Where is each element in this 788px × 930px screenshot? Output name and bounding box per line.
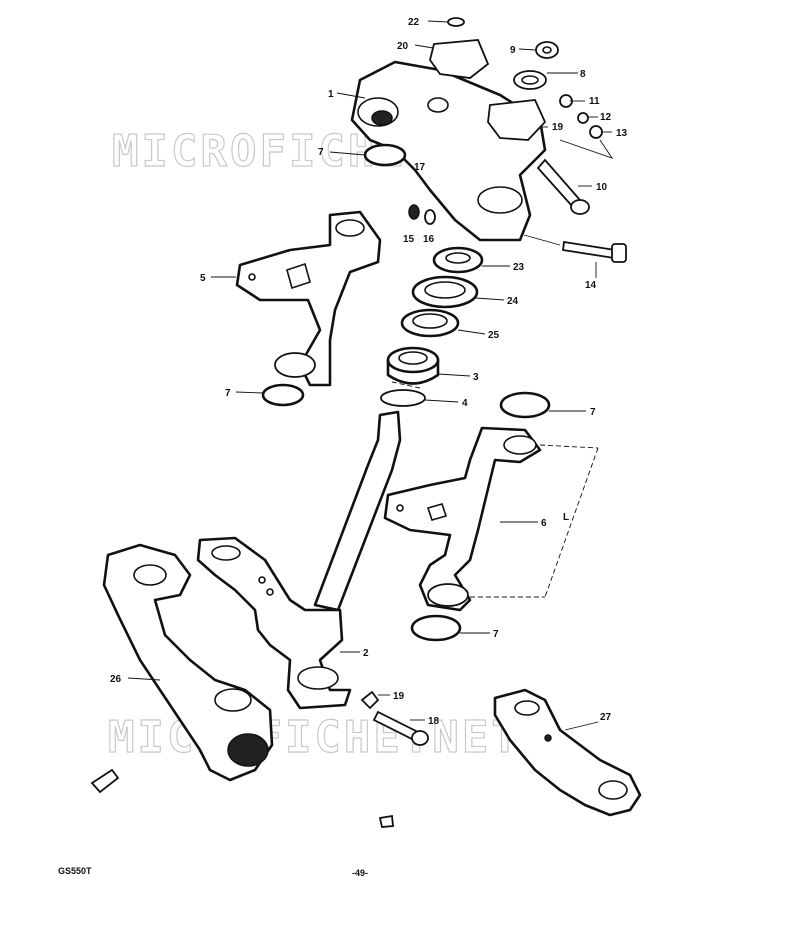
callout-18: 18 bbox=[428, 716, 440, 727]
footer-page-number: -49- bbox=[352, 868, 368, 878]
cap-part-19 bbox=[487, 99, 547, 141]
nut-part-22 bbox=[447, 17, 465, 27]
callout-7-left: 7 bbox=[225, 388, 231, 399]
callout-19-bottom: 19 bbox=[393, 691, 405, 702]
callout-23: 23 bbox=[513, 262, 525, 273]
bracket-part-26 bbox=[102, 543, 274, 782]
washer-part-16 bbox=[424, 209, 436, 225]
bearing-part-24 bbox=[411, 275, 479, 309]
callout-9: 9 bbox=[510, 45, 516, 56]
steering-stem-part-2 bbox=[196, 410, 402, 710]
bolt-part-18 bbox=[372, 710, 429, 746]
washer-part-12 bbox=[577, 112, 589, 124]
callout-25: 25 bbox=[488, 330, 500, 341]
callout-7-top: 7 bbox=[318, 147, 324, 158]
callout-7-bottom: 7 bbox=[493, 629, 499, 640]
callout-8: 8 bbox=[580, 69, 586, 80]
callout-2: 2 bbox=[363, 648, 369, 659]
headlight-bracket-part-6 bbox=[383, 391, 551, 612]
callout-17: 17 bbox=[414, 162, 426, 173]
watermark-bottom: MICROFICHE.NET bbox=[108, 712, 521, 763]
bolt-part-10 bbox=[536, 158, 590, 215]
ring-part-4 bbox=[380, 389, 426, 407]
callout-16: 16 bbox=[423, 234, 435, 245]
callout-11: 11 bbox=[589, 96, 600, 107]
callout-20: 20 bbox=[397, 41, 409, 52]
clip-part-19 bbox=[360, 690, 380, 710]
callout-10: 10 bbox=[596, 182, 608, 193]
seal-part-7-left bbox=[261, 383, 305, 407]
footer-model: GS550T bbox=[58, 866, 92, 876]
leader-lines bbox=[127, 20, 614, 731]
cap-part-20 bbox=[429, 39, 490, 79]
callout-22: 22 bbox=[408, 17, 420, 28]
callout-12: 12 bbox=[600, 112, 612, 123]
nut-part-15 bbox=[408, 204, 420, 220]
callout-7-right: 7 bbox=[590, 407, 596, 418]
callout-4: 4 bbox=[462, 398, 468, 409]
callout-3: 3 bbox=[473, 372, 479, 383]
washer-part-13 bbox=[589, 125, 603, 139]
callout-13: 13 bbox=[616, 128, 628, 139]
bearing-part-3 bbox=[386, 346, 440, 385]
callout-6: 6 bbox=[541, 518, 547, 529]
callout-26: 26 bbox=[110, 674, 122, 685]
small-clip-left bbox=[90, 768, 120, 794]
callout-15: 15 bbox=[403, 234, 415, 245]
callout-1: 1 bbox=[328, 89, 334, 100]
callout-19-top: 19 bbox=[552, 122, 564, 133]
bearing-part-23 bbox=[432, 246, 484, 274]
headlight-bracket-part-5 bbox=[235, 210, 382, 387]
bolt-part-14 bbox=[561, 240, 627, 263]
seal-part-7-top bbox=[363, 143, 407, 167]
callout-labels: 22 20 9 8 1 11 12 19 13 7 17 10 15 16 14… bbox=[110, 17, 628, 727]
callout-L: L bbox=[563, 512, 569, 523]
callout-14: 14 bbox=[585, 280, 597, 291]
callout-5: 5 bbox=[200, 273, 206, 284]
callout-27: 27 bbox=[600, 712, 612, 723]
seal-part-7-bottom bbox=[410, 614, 462, 642]
callout-24: 24 bbox=[507, 296, 519, 307]
seal-part-7-right-top bbox=[499, 391, 551, 419]
race-part-25 bbox=[400, 308, 460, 338]
small-clip-bottom bbox=[378, 814, 394, 828]
bracket-part-27 bbox=[493, 688, 642, 817]
